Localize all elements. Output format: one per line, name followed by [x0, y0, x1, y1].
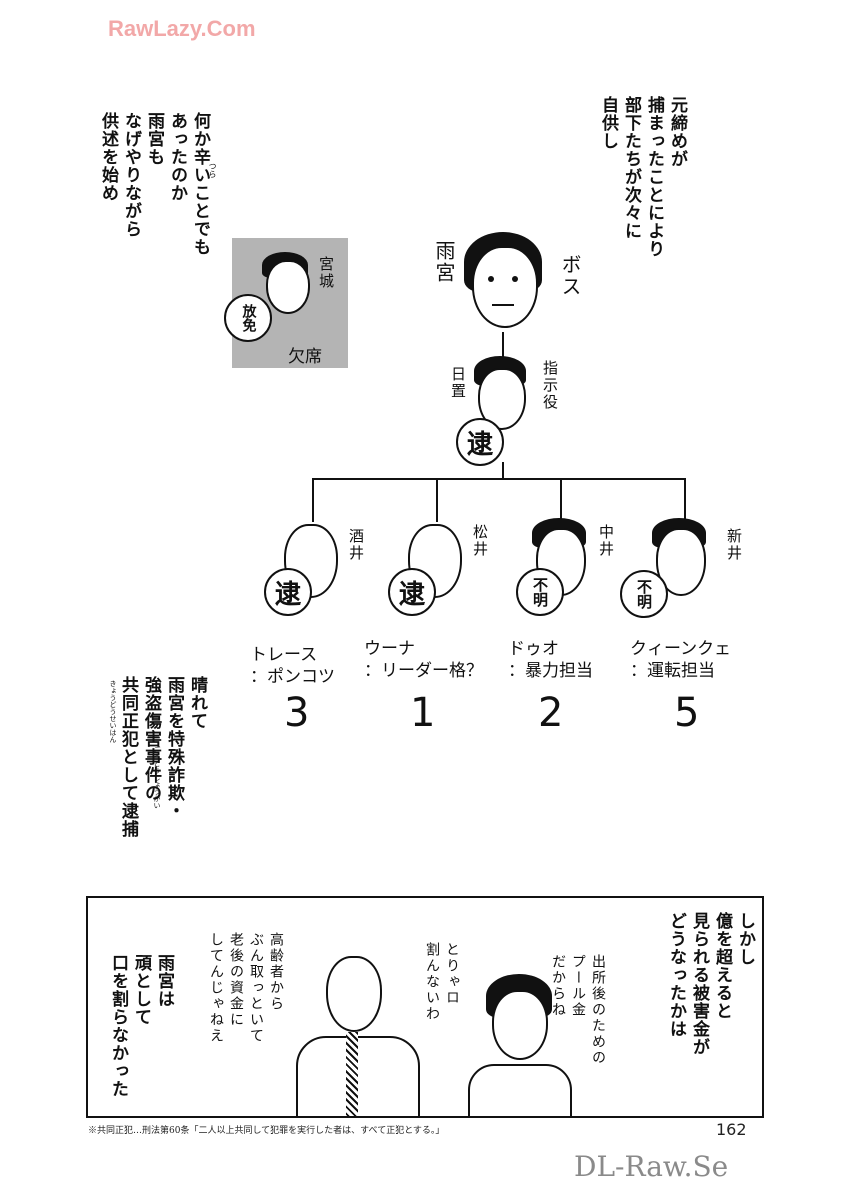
narration-line: 供述を始め	[98, 112, 118, 202]
panel-narration-left: 雨宮は 頑として 口を割らなかった	[106, 954, 175, 1114]
speech-young-man-1: とりゃロ 割んないわ	[422, 942, 462, 1042]
member-name: 酒井	[347, 528, 365, 562]
connector-member-2	[436, 478, 438, 522]
commander-name: 日置	[449, 366, 467, 400]
furigana-kyoudou: きょうどうせいはん	[109, 680, 117, 743]
member-number: 3	[284, 690, 310, 736]
speech-line: ぶん取っといて	[248, 932, 264, 1044]
narration-line: 晴れて	[187, 676, 207, 730]
narration-line: 捕まったことにより	[644, 96, 664, 258]
narration-line: 見られる被害金が	[689, 912, 709, 1056]
member-role: クィーンクェ ：運転担当	[630, 639, 731, 681]
speech-line: とりゃロ	[444, 942, 460, 1006]
member-number: 1	[410, 690, 436, 736]
narration-line: 雨宮は	[154, 954, 174, 1008]
furigana-tsura: つら	[208, 162, 217, 178]
narration-line: 自供し	[598, 96, 618, 150]
member-matsui: 逮 松井 ウーナ ：リーダー格？ 1	[364, 520, 522, 736]
speech-older-man: 高齢者から ぶん取っといて 老後の資金に してんじゃねえ	[206, 932, 286, 1102]
speech-line: 出所後のための	[590, 954, 606, 1066]
connector-member-4	[684, 478, 686, 522]
panel-narration-right: しかし 億を超えると 見られる被害金が どうなったかは	[664, 912, 756, 1112]
narration-line: 億を超えると	[712, 912, 732, 1020]
speech-line: だからね	[550, 954, 566, 1018]
furigana-gotou: ごうとうしょうがい	[153, 746, 161, 809]
connector-boss	[502, 332, 504, 358]
speech-line: してんじゃねえ	[208, 932, 224, 1044]
miyagi-name: 宮城	[317, 256, 335, 290]
member-role: トレース ：ポンコツ	[250, 645, 335, 687]
narration-line: 頑として	[131, 954, 151, 1026]
narration-top-right: 元締めが 捕まったことにより 部下たちが次々に 自供し	[596, 96, 688, 296]
speech-line: 割んないわ	[424, 942, 440, 1022]
member-number: 5	[674, 690, 700, 736]
speech-young-man-2: 出所後のための プール金 だからね	[548, 954, 608, 1114]
young-man-figure	[468, 974, 578, 1116]
narration-line: 口を割らなかった	[108, 954, 128, 1098]
older-man-figure	[286, 950, 436, 1116]
connector-member-3	[560, 478, 562, 522]
commander-role: 指示役	[541, 360, 559, 411]
boss-name: 雨宮	[432, 240, 456, 284]
member-number: 2	[538, 690, 564, 736]
narration-line: 何か辛いことでも	[190, 112, 210, 256]
member-name: 新井	[725, 528, 743, 562]
connector-horizontal	[312, 478, 686, 480]
member-stamp: 不明	[516, 568, 564, 616]
bottom-panel: しかし 億を超えると 見られる被害金が どうなったかは 雨宮は 頑として 口を割…	[86, 896, 764, 1118]
member-stamp: 逮	[388, 568, 436, 616]
connector-member-1	[312, 478, 314, 522]
miyagi-box: 放免 宮城 欠席	[224, 238, 348, 368]
connector-commander	[502, 462, 504, 480]
speech-line: 老後の資金に	[228, 932, 244, 1028]
footnote: ※共同正犯…刑法第60条「二人以上共同して犯罪を実行した者は、すべて正犯とする。…	[88, 1126, 445, 1136]
watermark-top: RawLazy.Com	[108, 16, 256, 41]
commander-stamp: 逮	[456, 418, 504, 466]
miyagi-status: 欠席	[288, 347, 322, 367]
boss-role: ボス	[558, 254, 582, 298]
boss-figure	[458, 232, 548, 332]
member-role: ドゥオ ：暴力担当	[508, 639, 593, 681]
member-name: 松井	[471, 524, 489, 558]
member-stamp-text: 不明	[635, 579, 653, 609]
page-number: 162	[716, 1120, 747, 1139]
member-sakai: 逮 酒井 トレース ：ポンコツ 3	[250, 520, 400, 736]
speech-line: プール金	[570, 954, 586, 1018]
miyagi-stamp: 放免	[224, 294, 272, 342]
narration-line: 雨宮も	[144, 112, 164, 166]
member-role: ウーナ ：リーダー格？	[364, 639, 483, 681]
narration-line: どうなったかは	[666, 912, 686, 1038]
member-nakai: 不明 中井 ドゥオ ：暴力担当 2	[508, 518, 648, 736]
narration-line: なげやりながら	[121, 112, 141, 238]
narration-line: 強盗傷害事件の	[141, 676, 161, 802]
member-name: 中井	[597, 524, 615, 558]
member-stamp-text: 不明	[531, 577, 549, 607]
narration-line: しかし	[735, 912, 755, 966]
member-stamp: 不明	[620, 570, 668, 618]
narration-line: 元締めが	[667, 96, 687, 168]
narration-line: 共同正犯として逮捕	[118, 676, 138, 838]
narration-line: 雨宮を特殊詐欺・	[164, 676, 184, 820]
member-arai: 不明 新井 クィーンクェ ：運転担当 5	[620, 518, 770, 736]
member-stamp: 逮	[264, 568, 312, 616]
narration-line: 部下たちが次々に	[621, 96, 641, 240]
miyagi-stamp-text: 放免	[240, 304, 257, 332]
narration-line: あったのか	[167, 112, 187, 202]
watermark-bottom: DL-Raw.Se	[574, 1150, 729, 1183]
speech-line: 高齢者から	[268, 932, 284, 1012]
narration-top-left: 何か辛いことでも あったのか 雨宮も なげやりながら 供述を始め	[96, 112, 211, 302]
narration-middle-left: 晴れて 雨宮を特殊詐欺・ 強盗傷害事件の 共同正犯として逮捕	[116, 676, 208, 876]
